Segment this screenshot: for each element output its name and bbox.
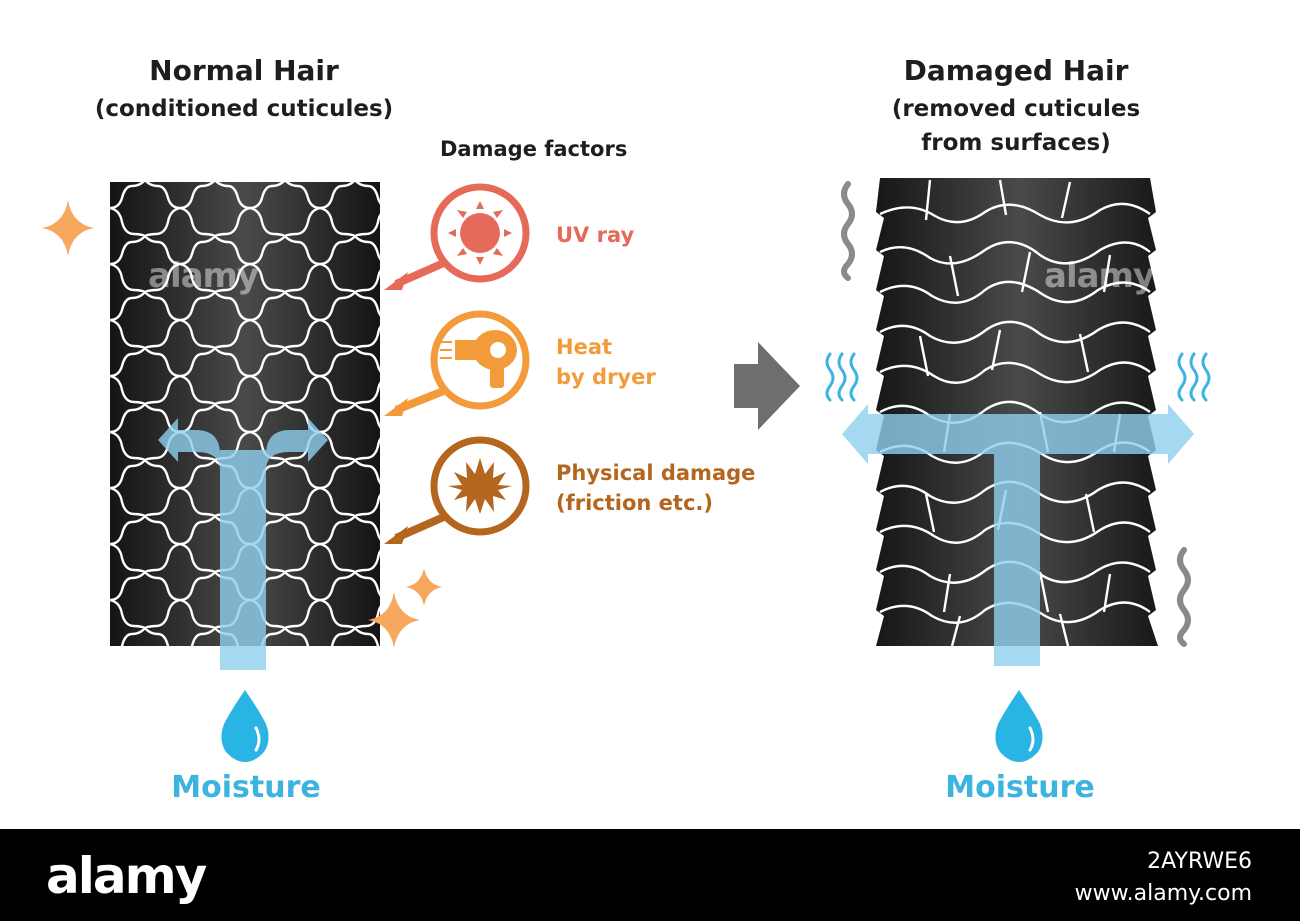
normal-moisture-arrow [158, 418, 328, 670]
factor-heat-label-line1: Heat [556, 335, 613, 359]
watermark-footer: alamy 2AYRWE6 www.alamy.com [0, 829, 1300, 921]
physical-damage-icon [384, 436, 530, 544]
normal-hair-title: Normal Hair [149, 54, 339, 87]
damaged-hair-subtitle-line1: (removed cuticules [891, 96, 1141, 122]
evaporation-waves-left-icon [825, 352, 859, 402]
alamy-logo: alamy [46, 847, 207, 905]
damaged-moisture-label: Moisture [945, 770, 1095, 805]
factor-heat-label-line2: by dryer [556, 365, 656, 389]
water-drop-icon [221, 690, 269, 762]
uv-ray-icon [384, 183, 530, 290]
watermark-logo-left: alamy [148, 256, 259, 296]
sparkle-icon [368, 592, 420, 648]
site-url: www.alamy.com [1074, 881, 1252, 906]
hair-dryer-icon [384, 310, 530, 416]
damaged-hair-subtitle-line2: from surfaces) [921, 130, 1111, 156]
sparkle-icon [406, 568, 442, 606]
damaged-hair-title: Damaged Hair [903, 54, 1129, 87]
evaporation-waves-right-icon [1177, 352, 1211, 402]
wavy-line-icon [841, 181, 855, 281]
factor-physical-label-line1: Physical damage [556, 461, 756, 485]
factor-physical-label-line2: (friction etc.) [556, 491, 713, 515]
normal-hair-subtitle: (conditioned cuticules) [94, 96, 394, 122]
wavy-line-icon [1177, 547, 1191, 647]
transition-arrow-icon [734, 342, 800, 430]
sparkle-icon [42, 200, 94, 256]
watermark-logo-right: alamy [1044, 256, 1155, 296]
water-drop-icon [995, 690, 1043, 762]
damage-factors-heading: Damage factors [440, 137, 628, 161]
normal-moisture-label: Moisture [171, 770, 321, 805]
damaged-moisture-arrow [842, 404, 1194, 666]
factor-uv-label: UV ray [556, 223, 635, 247]
image-id: 2AYRWE6 [1147, 849, 1252, 874]
hair-diagram [42, 178, 1211, 762]
